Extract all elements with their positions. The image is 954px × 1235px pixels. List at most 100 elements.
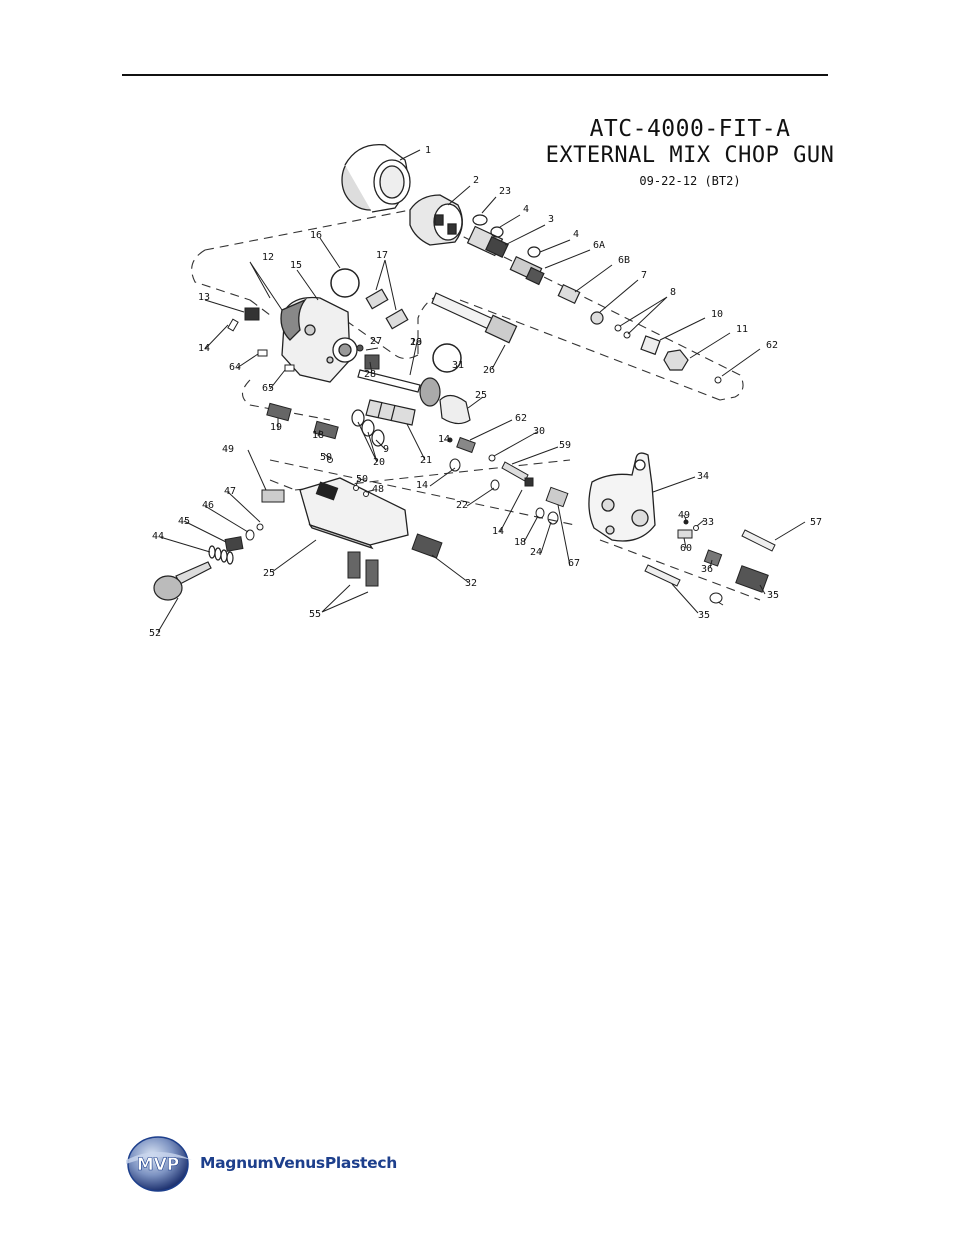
callout-label: 33 — [702, 517, 714, 528]
callout-label: 14 — [492, 526, 504, 537]
callout-label: 49 — [678, 510, 690, 521]
callout-label: 21 — [420, 455, 432, 466]
callout-label: 2 — [473, 175, 479, 186]
callout-label: 47 — [224, 486, 236, 497]
part-adjust-knob-44 — [154, 562, 211, 600]
callout-label: 14 — [438, 434, 450, 445]
callout-label: 50 — [356, 474, 368, 485]
callout-label: 9 — [383, 444, 389, 455]
part-ball-27 — [357, 345, 363, 351]
part-air-cap — [410, 195, 462, 245]
callout-label: 22 — [456, 500, 468, 511]
part-pin-17b — [386, 309, 408, 328]
callout-label: 67 — [568, 558, 580, 569]
callout-label: 18 — [312, 430, 324, 441]
part-oring-9a — [352, 410, 364, 426]
part-screw-13 — [245, 308, 259, 320]
part-piston-20 — [366, 400, 415, 425]
callout-label: 30 — [533, 426, 545, 437]
part-plug-67 — [262, 490, 284, 502]
callout-labels: 12234346A6B78101162161517121314646527282… — [149, 145, 822, 639]
callout-label: 15 — [290, 260, 302, 271]
callout-label: 10 — [711, 309, 723, 320]
part-fitting-55 — [412, 534, 442, 558]
badge-text: MVP — [137, 1155, 180, 1175]
part-oring-16 — [331, 269, 359, 297]
callout-label: 4 — [523, 204, 529, 215]
callout-label: 46 — [202, 500, 214, 511]
part-oring-23 — [473, 215, 487, 225]
part-washer-7 — [591, 312, 603, 324]
mvp-badge-icon: MVP — [120, 1130, 196, 1194]
part-bushing-10 — [641, 336, 660, 354]
part-clip-57 — [710, 593, 722, 603]
assembly-dashed-outline — [192, 210, 743, 400]
callout-label: 14 — [198, 343, 210, 354]
exploded-parts-diagram: 12234346A6B78101162161517121314646527282… — [0, 0, 954, 700]
part-ball-49b — [694, 526, 699, 531]
callout-label: 52 — [149, 628, 161, 639]
part-screw-14 — [228, 319, 238, 331]
callout-label: 34 — [697, 471, 709, 482]
callout-label: 24 — [530, 547, 542, 558]
part-nut-11 — [664, 350, 688, 370]
part-nozzle — [468, 227, 509, 258]
callout-label: 19 — [270, 422, 282, 433]
part-oring-18b — [548, 512, 558, 524]
part-cap-24 — [546, 487, 568, 506]
callout-label: 35 — [698, 610, 710, 621]
part-spring-22 — [525, 478, 533, 486]
callout-label: 13 — [198, 292, 210, 303]
callout-label: 28 — [364, 369, 376, 380]
part-spring-28 — [365, 355, 379, 369]
part-fitting-25 — [267, 403, 291, 420]
callout-label: 18 — [514, 537, 526, 548]
part-fittings-25 — [348, 552, 378, 586]
callout-label: 12 — [262, 252, 274, 263]
part-bolt-35a — [742, 530, 775, 551]
callout-label: 3 — [548, 214, 554, 225]
callout-label: 4 — [573, 229, 579, 240]
callout-label: 20 — [373, 457, 385, 468]
callout-label: 6A — [593, 240, 605, 251]
callout-label: 64 — [229, 362, 241, 373]
callout-label: 11 — [736, 324, 748, 335]
part-pin-33 — [678, 530, 692, 538]
callout-label: 65 — [262, 383, 274, 394]
callout-label: 31 — [452, 360, 464, 371]
callout-label: 23 — [499, 186, 511, 197]
callout-label: 62 — [515, 413, 527, 424]
part-oring-48 — [257, 524, 263, 530]
callout-label: 49 — [222, 444, 234, 455]
callout-label: 25 — [475, 390, 487, 401]
part-ball-62 — [715, 377, 721, 383]
callout-label: 25 — [263, 568, 275, 579]
callout-label: 35 — [767, 590, 779, 601]
callout-label: 44 — [152, 531, 164, 542]
company-name: MagnumVenusPlastech — [200, 1154, 397, 1172]
callout-label: 60 — [680, 543, 692, 554]
callout-label: 27 — [370, 336, 382, 347]
callout-label: 62 — [766, 340, 778, 351]
callout-label: 36 — [701, 564, 713, 575]
callout-label: 1 — [425, 145, 431, 156]
part-valve-21 — [457, 438, 475, 453]
callout-label: 29 — [410, 337, 422, 348]
callout-label: 32 — [465, 578, 477, 589]
callout-label: 48 — [372, 484, 384, 495]
part-ball-50b — [364, 492, 369, 497]
part-fitting-6b — [558, 285, 579, 303]
part-screw-64 — [258, 350, 267, 356]
part-shaft-26 — [432, 293, 517, 343]
callout-label: 8 — [670, 287, 676, 298]
callout-label: 26 — [483, 365, 495, 376]
callout-label: 14 — [416, 480, 428, 491]
callout-label: 17 — [376, 250, 388, 261]
callout-label: 45 — [178, 516, 190, 527]
callout-label: 7 — [641, 270, 647, 281]
part-screw-65 — [285, 365, 294, 371]
part-pin-17a — [366, 289, 388, 308]
part-oring-4 — [491, 227, 503, 237]
part-fitting-36 — [736, 566, 768, 592]
callout-label: 55 — [309, 609, 321, 620]
